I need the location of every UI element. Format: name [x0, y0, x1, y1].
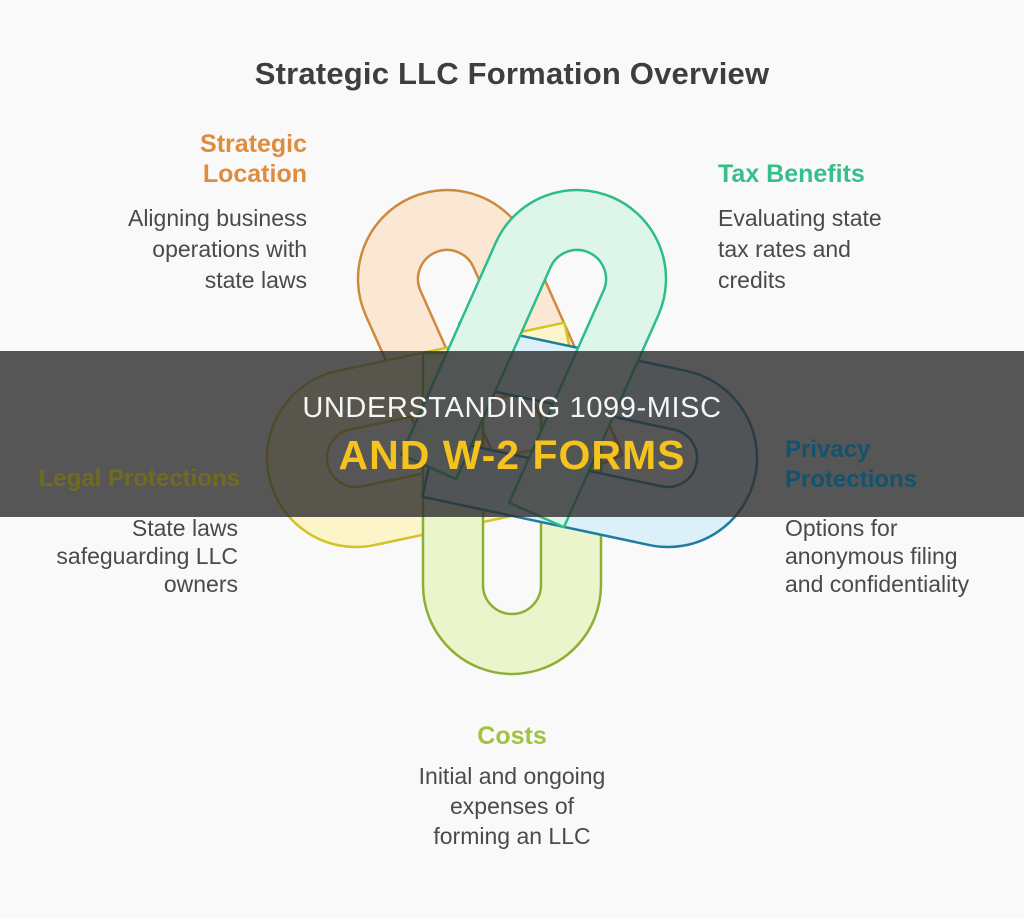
body-line: safeguarding LLC — [56, 543, 238, 569]
body-line: Aligning business — [127, 205, 307, 231]
heading-line: Location — [202, 160, 307, 188]
banner-title-line1: UNDERSTANDING 1099-MISC — [302, 392, 722, 424]
body-tax-benefits: Evaluating state tax rates and credits — [718, 203, 882, 296]
body-line: state laws — [204, 267, 307, 293]
heading-line: Strategic — [200, 130, 307, 158]
heading-line: Protections — [785, 466, 918, 493]
body-costs: Initial and ongoing expenses of forming … — [0, 761, 1024, 851]
heading-legal-protections: Legal Protections — [38, 465, 240, 492]
banner-overlay — [0, 351, 1024, 517]
body-privacy-protections: Options for anonymous filing and confide… — [785, 514, 969, 598]
body-legal-protections: State laws safeguarding LLC owners — [56, 514, 238, 598]
body-strategic-location: Aligning business operations with state … — [128, 203, 307, 296]
body-line: forming an LLC — [433, 823, 591, 849]
page-title: Strategic LLC Formation Overview — [254, 56, 770, 91]
heading-privacy-protections: Privacy Protections — [785, 435, 917, 495]
heading-costs: Costs — [477, 722, 547, 750]
heading-tax-benefits: Tax Benefits — [718, 160, 865, 188]
body-line: anonymous filing — [785, 543, 958, 569]
body-line: Initial and ongoing — [418, 763, 606, 789]
body-line: State laws — [131, 515, 238, 541]
body-line: Options for — [785, 515, 898, 541]
body-line: operations with — [152, 236, 307, 262]
body-line: Evaluating state — [718, 205, 882, 231]
body-line: expenses of — [449, 793, 575, 819]
heading-line: Privacy — [785, 436, 871, 463]
body-line: credits — [718, 267, 786, 293]
body-line: owners — [163, 571, 238, 597]
heading-strategic-location: Strategic Location — [200, 129, 307, 189]
body-line: tax rates and — [718, 236, 851, 262]
body-line: and confidentiality — [785, 571, 970, 597]
banner-title-line2: AND W-2 FORMS — [338, 432, 686, 478]
